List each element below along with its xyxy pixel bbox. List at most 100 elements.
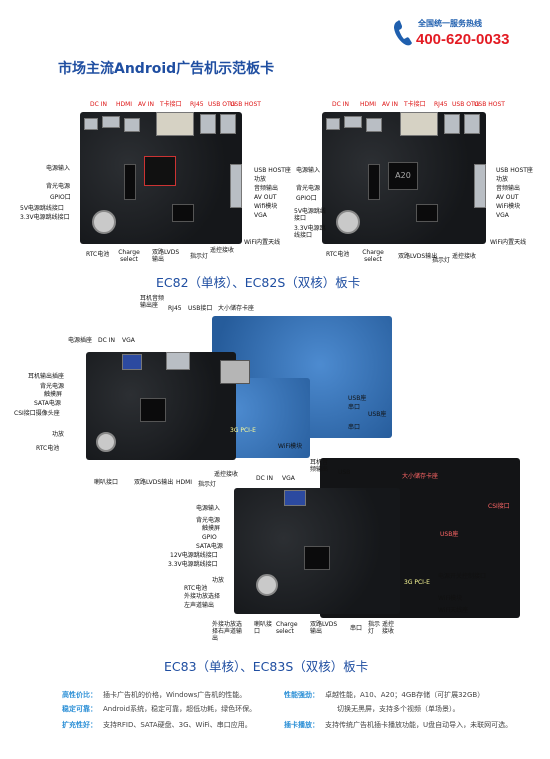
label-amp-l: 功放 bbox=[212, 577, 225, 584]
ec83-sd-slot bbox=[220, 360, 250, 384]
ec83-core-board-image bbox=[86, 352, 236, 460]
label-wifi-module-l: WiFi模块 bbox=[438, 595, 463, 602]
label-earphone-out-u: 耳机音频输出座 bbox=[140, 295, 165, 309]
label-usb-host-seat-2: USB HOST座 bbox=[496, 167, 533, 174]
feature-text: 插卡广告机的价格，Windows广告机的性能。 bbox=[103, 691, 247, 699]
label-wifi-module-1: Wifi模块 bbox=[254, 203, 278, 210]
label-indicator-1: 指示灯 bbox=[190, 253, 209, 260]
label-rtc-battery-2: RTC电池 bbox=[326, 251, 350, 258]
label-3v3-jumper-2: 3.3V电源跳线接口 bbox=[294, 225, 326, 239]
label-ext-amp-right-l: 外接功放选择右声道输出 bbox=[212, 621, 243, 642]
label-rj45-1: RJ45 bbox=[190, 101, 204, 108]
label-wifi-module-2: WiFi模块 bbox=[496, 203, 521, 210]
label-dc-in-u: DC IN bbox=[98, 337, 115, 344]
label-power-switch-l: 电源开关控制接口 bbox=[438, 573, 487, 580]
label-rj45-u: RJ45 bbox=[168, 305, 182, 312]
label-csi-u: CSI接口摄像头座 bbox=[14, 410, 60, 417]
label-serial-l: 串口 bbox=[350, 625, 363, 632]
feature-performance-cont: 切换无黑屏，支持多个视频（单场景）。 bbox=[337, 704, 460, 714]
label-gpio-2: GPIO口 bbox=[296, 195, 317, 202]
feature-key: 高性价比： bbox=[62, 691, 97, 699]
label-charge-select-1: Charge select bbox=[118, 249, 140, 263]
hotline-block: 全国统一服务热线 400-620-0033 bbox=[392, 16, 542, 56]
label-power-input-l: 电源输入 bbox=[196, 505, 221, 512]
feature-reliable: 稳定可靠：Android系统，稳定可靠，超低功耗，绿色环保。 bbox=[62, 704, 256, 714]
label-5v-jumper-1: 5V电源跳线接口 bbox=[20, 205, 64, 212]
label-backlight-l: 背光电源 bbox=[196, 517, 221, 524]
label-ir-1: 遥控接收 bbox=[210, 247, 235, 254]
label-earphone-l: 耳机音频输出 bbox=[310, 459, 329, 473]
label-touch-l: 触摸屏 bbox=[202, 525, 221, 532]
feature-text: 卓越性能，A10、A20；4GB存储（可扩展32GB） bbox=[325, 691, 485, 699]
label-audio-out-1: 音频输出 bbox=[254, 185, 279, 192]
label-tf-slot-1: T卡接口 bbox=[160, 101, 182, 108]
label-lvds-2: 双路LVDS输出 bbox=[398, 253, 438, 260]
ec82-board-image bbox=[80, 112, 242, 244]
label-5v-jumper-2: 5V电源跳线接口 bbox=[294, 208, 326, 222]
label-usb-otg-2: USB OTG bbox=[452, 101, 480, 108]
label-ir-2: 遥控接收 bbox=[452, 253, 477, 260]
label-ir-u: 遥控接收 bbox=[214, 471, 239, 478]
label-usb-host-seat-1: USB HOST座 bbox=[254, 167, 291, 174]
label-amp-2: 功放 bbox=[496, 176, 509, 183]
label-rj45-2: RJ45 bbox=[434, 101, 448, 108]
label-hdmi-2: HDMI bbox=[360, 101, 377, 108]
label-gpio-1: GPIO口 bbox=[50, 194, 71, 201]
label-rtc-u: RTC电池 bbox=[36, 445, 60, 452]
feature-text: 支持传统广告机插卡播放功能，U盘自动导入，未联网可选。 bbox=[325, 721, 513, 729]
label-vga-2: VGA bbox=[496, 212, 509, 219]
label-csi-l: CSI接口 bbox=[488, 503, 510, 510]
label-rtc-battery-1: RTC电池 bbox=[86, 251, 110, 258]
label-av-out-2: AV OUT bbox=[496, 194, 519, 201]
label-touch-u: 触摸屏 bbox=[44, 391, 63, 398]
label-wifi-antenna-1: WiFi内置天线 bbox=[244, 239, 281, 246]
ec82s-board-image: A20 bbox=[322, 112, 486, 244]
label-card-slot-u: 大小储存卡座 bbox=[218, 305, 255, 312]
label-left-ch-l: 左声道输出 bbox=[184, 602, 215, 609]
label-backlight-2: 背光电源 bbox=[296, 185, 321, 192]
feature-key: 插卡播放： bbox=[284, 721, 319, 729]
feature-text: 切换无黑屏，支持多个视频（单场景）。 bbox=[337, 705, 460, 713]
feature-key: 性能强劲： bbox=[284, 691, 319, 699]
hotline-number: 400-620-0033 bbox=[416, 31, 510, 48]
label-indicator-u: 指示灯 bbox=[198, 481, 217, 488]
label-12v-l: 12V电源跳线接口 bbox=[170, 552, 218, 559]
label-amp-1: 功放 bbox=[254, 176, 267, 183]
phone-icon bbox=[394, 20, 412, 46]
label-hdmi-u: HDMI bbox=[176, 479, 193, 486]
label-sata-power-u: SATA电源 bbox=[34, 400, 61, 407]
label-indicator-l: 指示灯 bbox=[368, 621, 381, 635]
feature-performance: 性能强劲： 卓越性能，A10、A20；4GB存储（可扩展32GB） bbox=[284, 690, 484, 700]
label-wifi-antenna-2: WiFi内置天线 bbox=[490, 239, 527, 246]
label-lvds-1: 双路LVDS输出 bbox=[152, 249, 180, 263]
ec83s-3g-label: 3G PCI-E bbox=[404, 579, 430, 586]
label-3v3-jumper-1: 3.3V电源跳线接口 bbox=[20, 214, 70, 221]
label-rtc-l: RTC电池 bbox=[184, 585, 208, 592]
label-amp-u: 功放 bbox=[52, 431, 65, 438]
label-usb-seat-u1: USB座 bbox=[348, 395, 367, 402]
hotline-label: 全国统一服务热线 bbox=[418, 19, 482, 28]
label-earphone-socket-u: 耳机输出插座 bbox=[28, 373, 65, 380]
label-dc-in-l: DC IN bbox=[256, 475, 273, 482]
label-vga-1: VGA bbox=[254, 212, 267, 219]
label-usb-port-u: USB接口 bbox=[188, 305, 213, 312]
label-wifi-u: WiFi模块 bbox=[278, 443, 303, 450]
label-usb-otg-1: USB OTG bbox=[208, 101, 236, 108]
label-power-socket-u: 电源插座 bbox=[68, 337, 93, 344]
label-speaker-l: 喇叭接口 bbox=[254, 621, 273, 635]
label-usb-host-2: USB HOST bbox=[474, 101, 505, 108]
label-usb-seat-u2: USB座 bbox=[368, 411, 387, 418]
feature-key: 稳定可靠： bbox=[62, 705, 97, 713]
feature-text: 支持RFID、SATA硬盘、3G、WiFi、串口应用。 bbox=[103, 721, 252, 729]
label-av-out-1: AV OUT bbox=[254, 194, 277, 201]
label-audio-out-2: 音频输出 bbox=[496, 185, 521, 192]
feature-key: 扩充性好： bbox=[62, 721, 97, 729]
label-backlight-u: 背光电源 bbox=[40, 383, 65, 390]
label-indicator-2: 指示灯 bbox=[432, 257, 451, 264]
label-gpio-l: GPIO bbox=[202, 534, 217, 541]
ec83-3g-label: 3G PCI-E bbox=[230, 427, 256, 434]
label-ext-amp-l: 外接功放选择 bbox=[184, 593, 221, 600]
label-dc-in-2: DC IN bbox=[332, 101, 349, 108]
label-lvds-l: 双路LVDS输出 bbox=[310, 621, 338, 635]
label-charge-select-2: Charge select bbox=[362, 249, 384, 263]
